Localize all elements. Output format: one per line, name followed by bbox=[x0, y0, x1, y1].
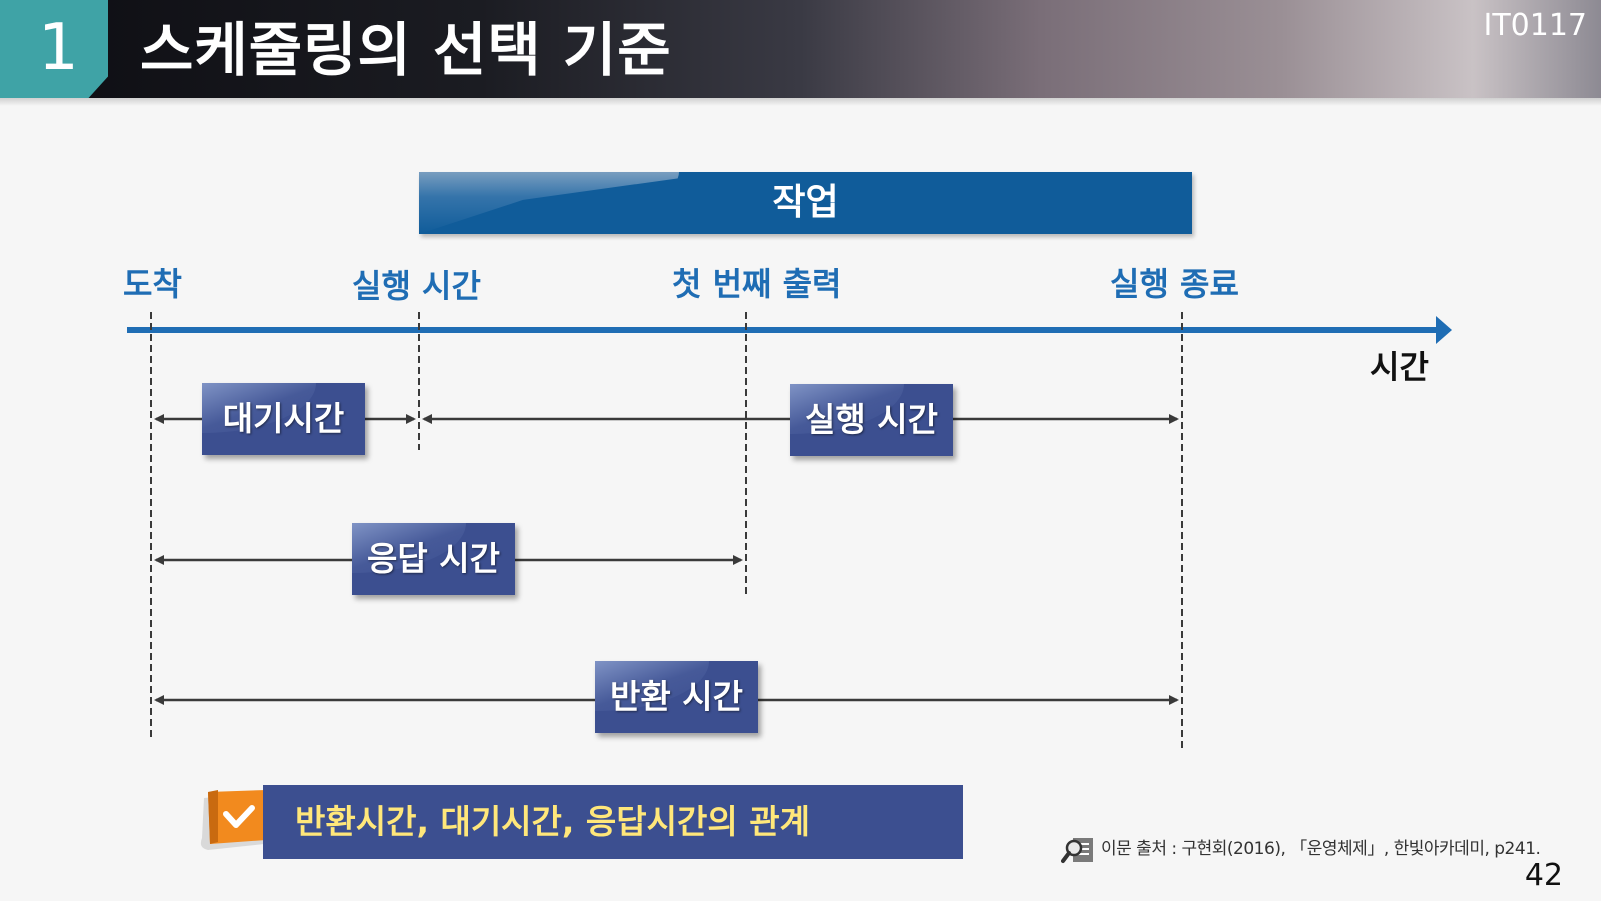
job-label: 작업 bbox=[772, 182, 839, 223]
section-number: 1 bbox=[38, 11, 79, 85]
event-label-arrival: 도착 bbox=[123, 265, 182, 303]
interval-box-turnaround: 반환 시간 bbox=[595, 661, 758, 733]
event-label-exec-start: 실행 시간 bbox=[352, 267, 481, 305]
header-shadow bbox=[0, 98, 1601, 106]
course-code: IT0117 bbox=[1483, 8, 1587, 43]
section-number-box: 1 bbox=[0, 0, 108, 98]
page-number: 42 bbox=[1524, 858, 1563, 893]
magnifier-document-icon bbox=[1061, 838, 1093, 863]
interval-label-turnaround: 반환 시간 bbox=[610, 677, 743, 716]
time-axis-label: 시간 bbox=[1370, 348, 1429, 386]
interval-box-exec: 실행 시간 bbox=[790, 384, 953, 456]
interval-label-exec: 실행 시간 bbox=[805, 400, 938, 439]
interval-box-wait: 대기시간 bbox=[202, 383, 365, 455]
interval-label-wait: 대기시간 bbox=[222, 399, 345, 438]
summary-banner: 반환시간, 대기시간, 응답시간의 관계 bbox=[263, 785, 963, 859]
interval-label-response: 응답 시간 bbox=[367, 539, 500, 578]
summary-banner-text: 반환시간, 대기시간, 응답시간의 관계 bbox=[295, 802, 810, 841]
interval-box-response: 응답 시간 bbox=[352, 523, 515, 595]
time-axis-arrowhead bbox=[1436, 316, 1452, 344]
source-citation-text: 이문 출처 : 구현회(2016), 「운영체제」, 한빛아카데미, p241. bbox=[1101, 839, 1541, 859]
slide-title: 스케줄링의 선택 기준 bbox=[140, 16, 672, 84]
job-bar: 작업 bbox=[419, 172, 1192, 234]
event-label-exec-end: 실행 종료 bbox=[1110, 265, 1239, 303]
event-label-first-output: 첫 번째 출력 bbox=[672, 265, 842, 303]
check-icon bbox=[200, 790, 266, 850]
slide-header: 1 스케줄링의 선택 기준 IT0117 bbox=[0, 0, 1601, 98]
